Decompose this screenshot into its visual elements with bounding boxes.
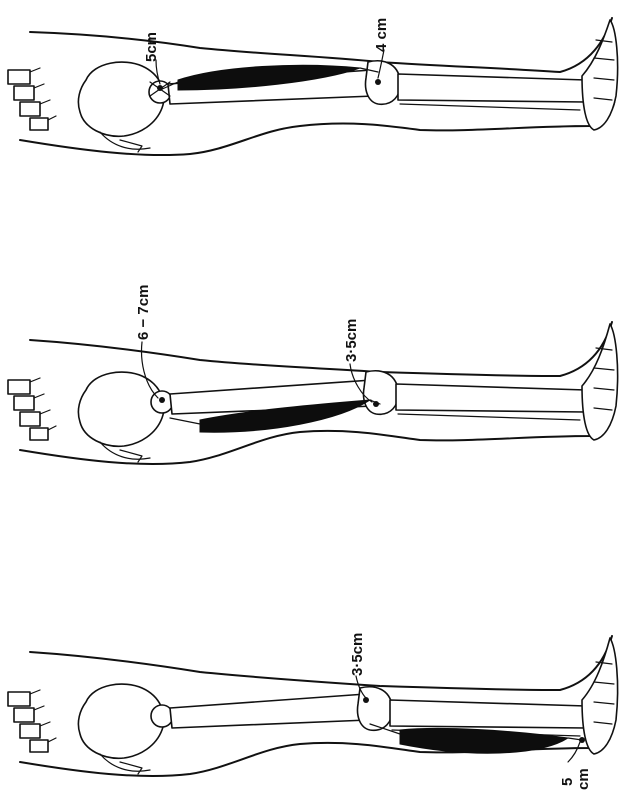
figure-1-fibula [400, 104, 580, 110]
figure-3-tibia [390, 700, 586, 728]
figure-1-knee [366, 61, 401, 104]
figure-3-leg: 3·5cm 5 cm [8, 633, 618, 790]
figure-2-tibia [396, 384, 586, 412]
figure-3-spine [8, 690, 56, 752]
figure-1-foot [582, 20, 618, 130]
figure-2-body-outline-upper [30, 322, 612, 376]
figure-2-fibula [398, 414, 580, 420]
figure-2-knee [364, 371, 399, 414]
figure-3-insertion-label-line2: cm [575, 768, 592, 790]
figure-1-insertion-label: 4 cm [373, 18, 390, 52]
figure-1-origin-label: 5cm [143, 32, 160, 62]
figure-2-origin-label: 6 − 7cm [135, 285, 152, 340]
figure-2-insertion-label: 3·5cm [343, 319, 360, 362]
figure-3-body-outline-upper [30, 636, 612, 690]
figure-1-leg: 5cm 4 cm [8, 18, 618, 155]
figure-1-insertion-dot [375, 79, 381, 85]
figure-2-leg: 6 − 7cm 3·5cm [8, 285, 618, 465]
figure-1-tibia [398, 74, 586, 102]
figure-2-foot [582, 324, 618, 440]
figure-1-spine [8, 68, 56, 130]
figure-3-insertion-label-line1: 5 [559, 778, 576, 786]
figure-3-foot [582, 638, 618, 754]
figure-2-origin-dot [159, 397, 165, 403]
figure-2-insertion-dot [373, 401, 379, 407]
figure-2-pelvis [78, 372, 164, 446]
figure-3-origin-label: 3·5cm [349, 633, 366, 676]
figure-2-spine [8, 378, 56, 440]
figure-3-pelvis [78, 684, 164, 758]
figure-3-femur [170, 694, 368, 728]
